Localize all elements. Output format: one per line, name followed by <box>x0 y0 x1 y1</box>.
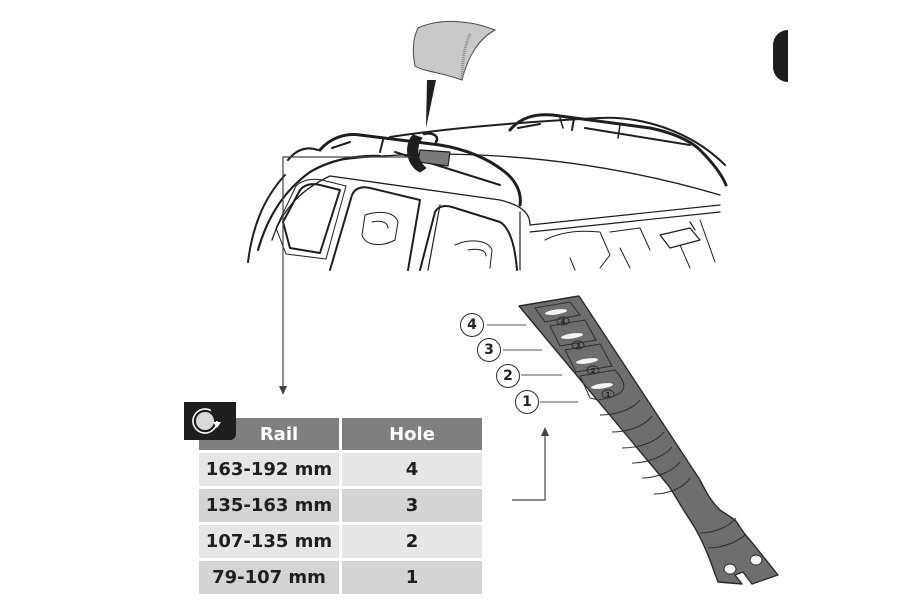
header-hole: Hole <box>342 418 482 450</box>
strap-hole-label-4: 4 <box>561 318 566 326</box>
callout-1: 1 <box>515 390 539 414</box>
pointer-wedge <box>426 80 436 128</box>
strap-body <box>518 295 779 585</box>
strap-hole-label-1: 1 <box>606 391 611 399</box>
callout-2: 2 <box>496 364 520 388</box>
rail-range: 107-135 mm <box>199 525 339 558</box>
hole-number: 4 <box>342 453 482 486</box>
callout-3: 3 <box>477 338 501 362</box>
arrow-to-strap <box>512 432 546 501</box>
hole-number: 2 <box>342 525 482 558</box>
rail-hole-table: Rail Hole 163-192 mm 4 135-163 mm 3 107-… <box>199 418 482 597</box>
strap-hole-label-3: 3 <box>576 342 581 350</box>
rail-range: 79-107 mm <box>199 561 339 594</box>
leader-line-to-table <box>282 156 410 388</box>
hole-number: 1 <box>342 561 482 594</box>
table-row: 163-192 mm 4 <box>199 453 482 486</box>
rail-range: 163-192 mm <box>199 453 339 486</box>
step-marker-half-circle <box>773 30 788 82</box>
strap-hole-label-2: 2 <box>591 367 596 375</box>
table-row: 79-107 mm 1 <box>199 561 482 594</box>
table-row: 135-163 mm 3 <box>199 489 482 522</box>
table-header-row: Rail Hole <box>199 418 482 450</box>
rotate-badge <box>184 402 236 440</box>
hole-number: 3 <box>342 489 482 522</box>
rail-range: 135-163 mm <box>199 489 339 522</box>
table-row: 107-135 mm 2 <box>199 525 482 558</box>
rotate-clockwise-icon <box>192 408 221 434</box>
tape-pad-icon <box>412 21 497 81</box>
callout-4: 4 <box>460 313 484 337</box>
